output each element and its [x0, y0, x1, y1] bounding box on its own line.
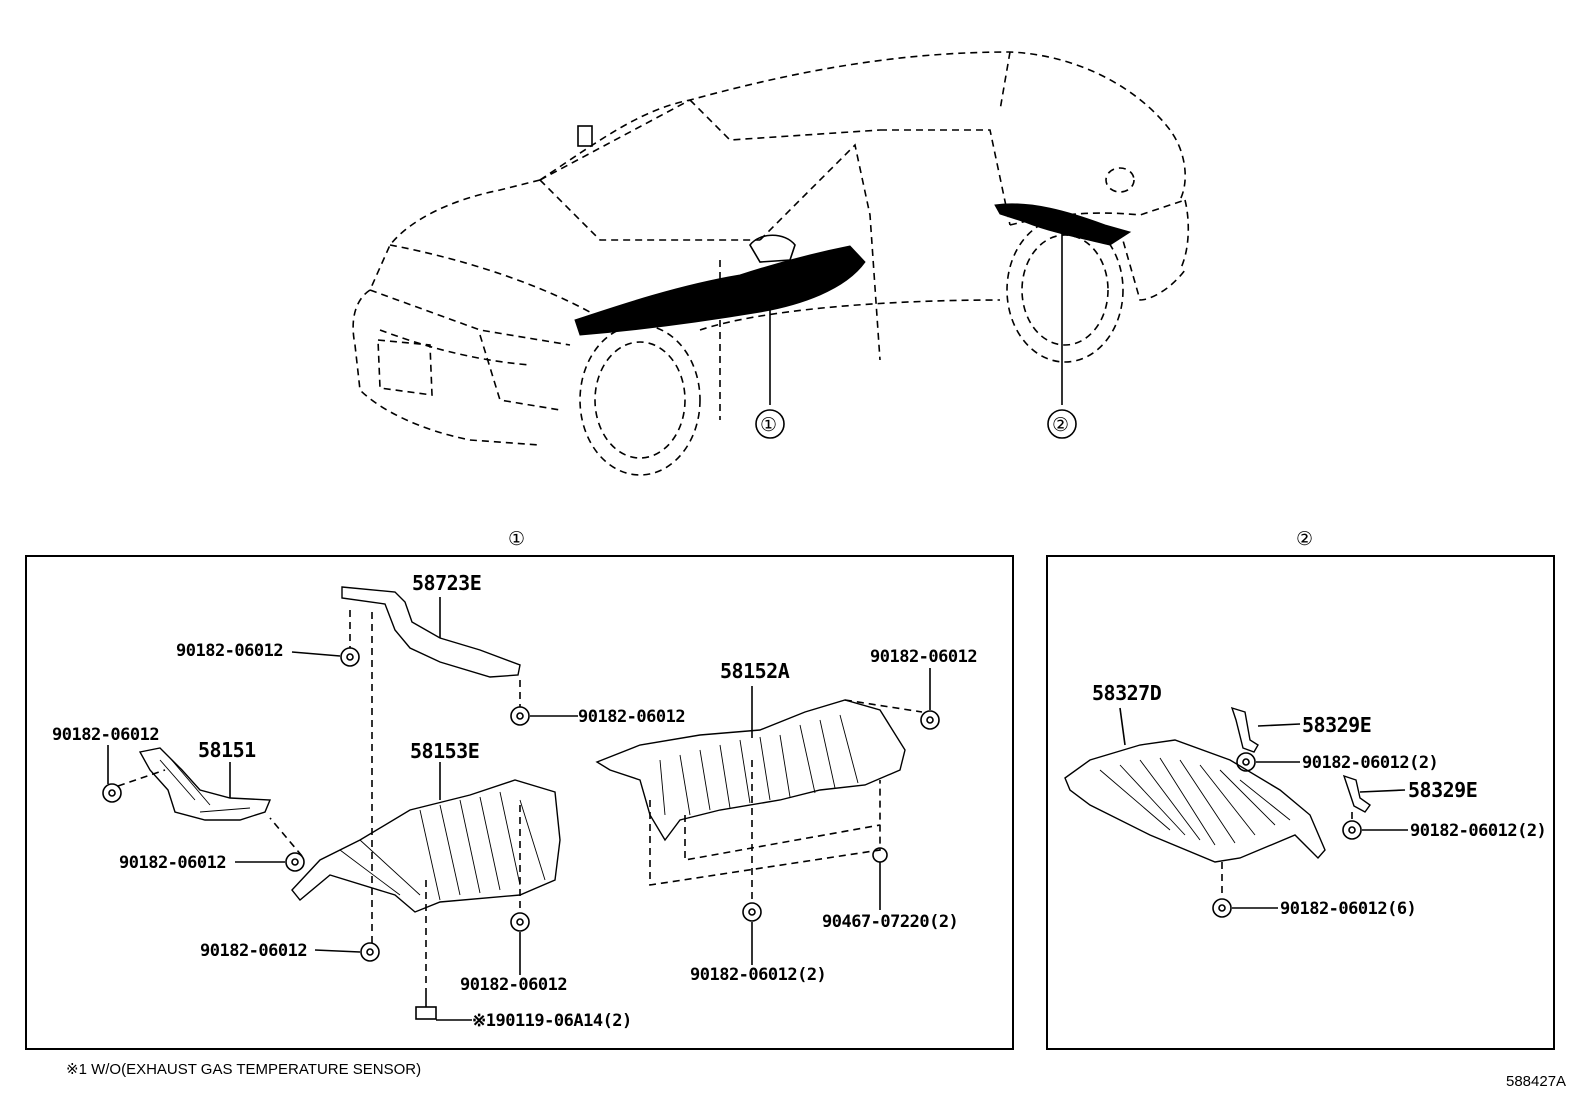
fastener-label: 90182-06012(2) — [690, 965, 826, 985]
group-2-index: ② — [1296, 529, 1313, 550]
nut-icon — [360, 942, 380, 962]
part-58152A-label: 58152A — [720, 659, 790, 683]
fastener-label: ※190119-06A14(2) — [472, 1011, 632, 1031]
fastener-label: 90182-06012 — [176, 641, 283, 661]
part-58329E-label: 58329E — [1408, 778, 1477, 802]
diagram-id: 588427A — [1506, 1073, 1566, 1090]
fastener-label: 90182-06012(2) — [1410, 821, 1546, 841]
fastener-label: 90182-06012 — [119, 853, 226, 873]
part-58723E-label: 58723E — [412, 571, 481, 595]
nut-icon — [1212, 898, 1232, 918]
nut-icon — [920, 710, 940, 730]
nut-icon — [1236, 752, 1256, 772]
callout-1-on-car: ① — [760, 415, 777, 436]
car-illustration — [352, 51, 1190, 476]
group-1-frame — [25, 555, 1014, 1050]
nut-icon — [102, 783, 122, 803]
callout-2-on-car: ② — [1052, 415, 1069, 436]
part-58151-label: 58151 — [198, 738, 256, 762]
fastener-label: 90182-06012 — [870, 647, 977, 667]
group-2-frame — [1046, 555, 1555, 1050]
bolt-icon — [415, 990, 437, 1020]
part-58329E-label: 58329E — [1302, 713, 1371, 737]
part-58327D-label: 58327D — [1092, 681, 1162, 705]
nut-icon — [285, 852, 305, 872]
fastener-label: 90182-06012 — [200, 941, 307, 961]
footnote: ※1 W/O(EXHAUST GAS TEMPERATURE SENSOR) — [66, 1061, 421, 1078]
group-1-parts — [102, 586, 940, 1021]
fastener-label: 90182-06012(6) — [1280, 899, 1416, 919]
group-1-index: ① — [508, 529, 525, 550]
nut-icon — [1342, 820, 1362, 840]
fastener-label: 90182-06012(2) — [1302, 753, 1438, 773]
nut-icon — [742, 902, 762, 922]
nut-icon — [510, 912, 530, 932]
fastener-label: 90467-07220(2) — [822, 912, 958, 932]
group-2-parts — [1064, 706, 1408, 918]
nut-icon — [510, 706, 530, 726]
part-58153E-label: 58153E — [410, 739, 479, 763]
fastener-label: 90182-06012 — [460, 975, 567, 995]
nut-icon — [340, 647, 360, 667]
clip-icon — [872, 847, 888, 872]
fastener-label: 90182-06012 — [52, 725, 159, 745]
fastener-label: 90182-06012 — [578, 707, 685, 727]
